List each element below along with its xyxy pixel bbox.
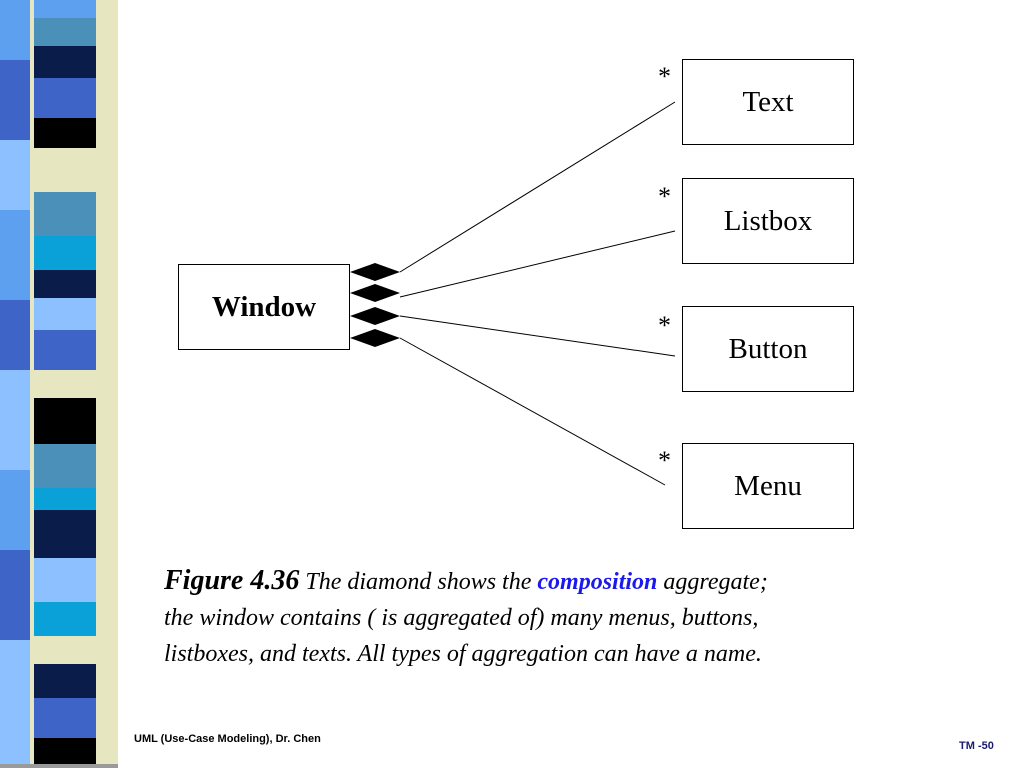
stripe-segment [0, 370, 30, 470]
caption-text-before: The diamond shows the [299, 569, 538, 595]
button-class-label: Button [728, 332, 808, 365]
stripe-segment [0, 470, 30, 550]
text-class-box: Text [682, 59, 854, 145]
stripe-segment [34, 298, 96, 330]
composition-diamond-button [350, 307, 400, 325]
composition-diamond-text [350, 263, 400, 281]
stripe-segment [34, 370, 96, 398]
stripe-segment [34, 558, 96, 602]
stripe-segment [0, 300, 30, 370]
stripe-segment [34, 270, 96, 298]
stripe-segment [34, 148, 96, 192]
text-class-label: Text [742, 85, 794, 118]
stripe-segment [34, 18, 96, 46]
stripe-segment [0, 640, 30, 768]
caption-keyword: composition [537, 569, 658, 595]
connector-text [399, 101, 676, 273]
figure-caption: Figure 4.36 The diamond shows the compos… [164, 563, 784, 672]
stripe-segment [0, 0, 30, 60]
window-class-label: Window [211, 290, 317, 323]
multiplicity-menu: * [658, 446, 671, 475]
stripe-segment [34, 46, 96, 78]
stripe-segment [34, 602, 96, 636]
stripe-band-base [0, 764, 118, 768]
menu-class-box: Menu [682, 443, 854, 529]
window-class-box: Window [178, 264, 350, 350]
stripe-segment [34, 78, 96, 118]
figure-number: Figure 4.36 [164, 565, 300, 596]
footer-course-title: UML (Use-Case Modeling), Dr. Chen [134, 733, 321, 745]
stripe-segment [0, 60, 30, 140]
decorative-stripe-band [0, 0, 118, 768]
stripe-segment [0, 550, 30, 640]
stripe-segment [34, 0, 96, 18]
button-class-box: Button [682, 306, 854, 392]
footer-slide-number: TM -50 [959, 740, 994, 752]
connector-listbox [399, 230, 676, 298]
multiplicity-listbox: * [658, 182, 671, 211]
stripe-segment [96, 0, 118, 768]
stripe-segment [34, 636, 96, 664]
stripe-segment [34, 510, 96, 558]
composition-diamond-menu [350, 329, 400, 347]
listbox-class-box: Listbox [682, 178, 854, 264]
multiplicity-text: * [658, 62, 671, 91]
connector-menu [399, 337, 666, 486]
listbox-class-label: Listbox [723, 204, 813, 237]
multiplicity-button: * [658, 311, 671, 340]
stripe-segment [0, 210, 30, 300]
stripe-segment [34, 664, 96, 698]
caption-text-after: aggregate; the window contains ( is aggr… [164, 569, 768, 667]
stripe-segment [34, 488, 96, 510]
stripe-segment [34, 118, 96, 148]
stripe-segment [34, 698, 96, 738]
stripe-segment [34, 398, 96, 444]
menu-class-label: Menu [734, 469, 802, 502]
composition-diamond-listbox [350, 284, 400, 302]
stripe-segment [0, 140, 30, 210]
stripe-segment [34, 236, 96, 270]
stripe-segment [34, 738, 96, 768]
stripe-segment [34, 192, 96, 236]
connector-button [399, 315, 676, 357]
stripe-segment [34, 330, 96, 370]
stripe-segment [34, 444, 96, 488]
